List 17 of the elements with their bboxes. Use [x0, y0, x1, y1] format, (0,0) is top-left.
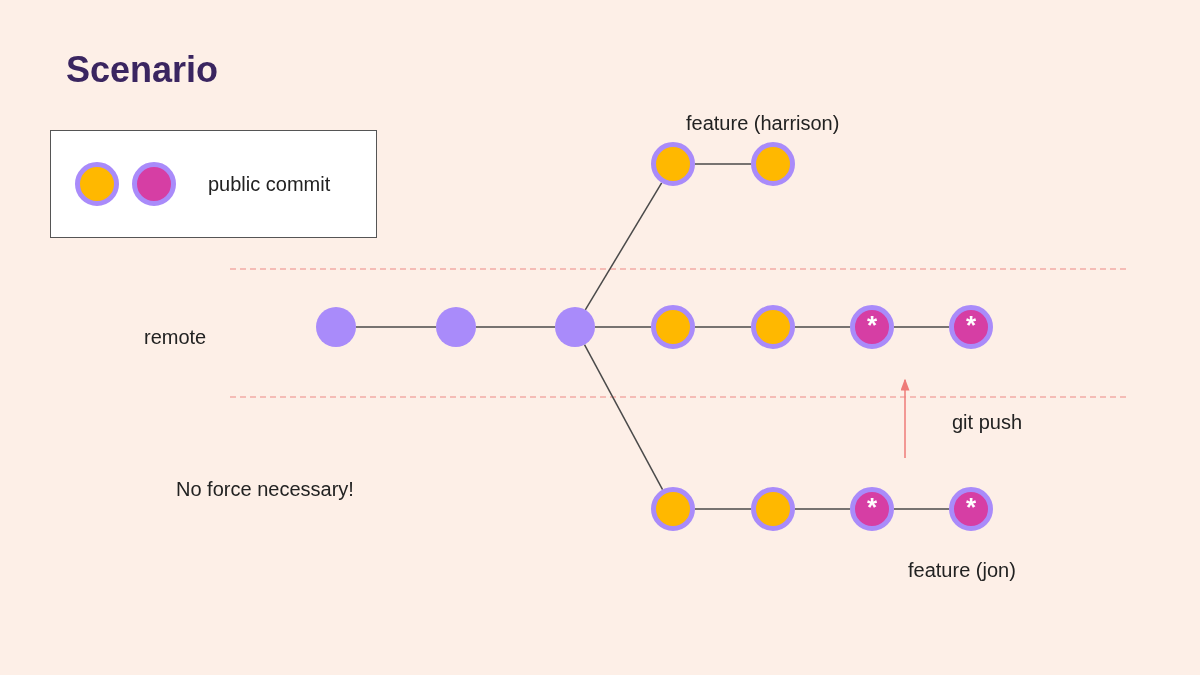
- branch-line: [893, 508, 950, 510]
- branch-line: [694, 163, 752, 165]
- branch-line: [893, 326, 950, 328]
- slide-title: Scenario: [66, 52, 219, 88]
- branch-line: [475, 326, 556, 328]
- branch-line: [694, 326, 752, 328]
- legend-text: public commit: [208, 172, 331, 197]
- branch-line: [594, 326, 652, 328]
- branch-line: [794, 326, 851, 328]
- branch-label: feature (jon): [908, 558, 1016, 583]
- command-label: git push: [952, 410, 1023, 435]
- branch-label: feature (harrison): [686, 111, 840, 136]
- branch-line: [794, 508, 851, 510]
- branch-line: [694, 508, 752, 510]
- note-text: No force necessary!: [176, 477, 354, 502]
- branch-line: [355, 326, 437, 328]
- branch-label: remote: [144, 325, 207, 350]
